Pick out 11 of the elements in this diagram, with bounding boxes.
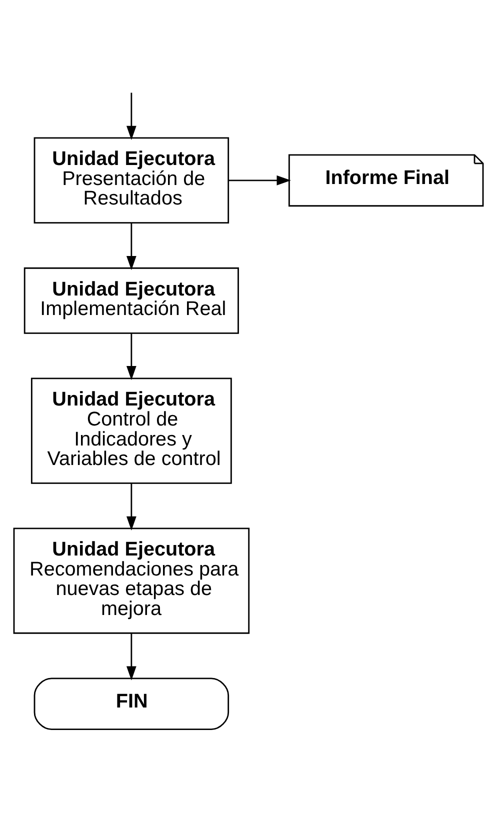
node-box: Unidad Ejecutora Control de Indicadores y Variables de control <box>30 378 232 484</box>
arrow <box>126 334 136 380</box>
node-box: Unidad Ejecutora Presentación de Resultados <box>34 137 230 224</box>
arrow <box>126 633 136 680</box>
arrow <box>126 483 136 531</box>
node-box: Unidad Ejecutora Recomendaciones para nuevas etapas de mejora <box>13 528 250 634</box>
node-box: Unidad Ejecutora Implementación Real <box>24 267 239 334</box>
node-box: FIN <box>34 678 230 730</box>
arrow <box>126 222 136 270</box>
arrow <box>126 92 136 140</box>
arrow <box>228 175 291 186</box>
